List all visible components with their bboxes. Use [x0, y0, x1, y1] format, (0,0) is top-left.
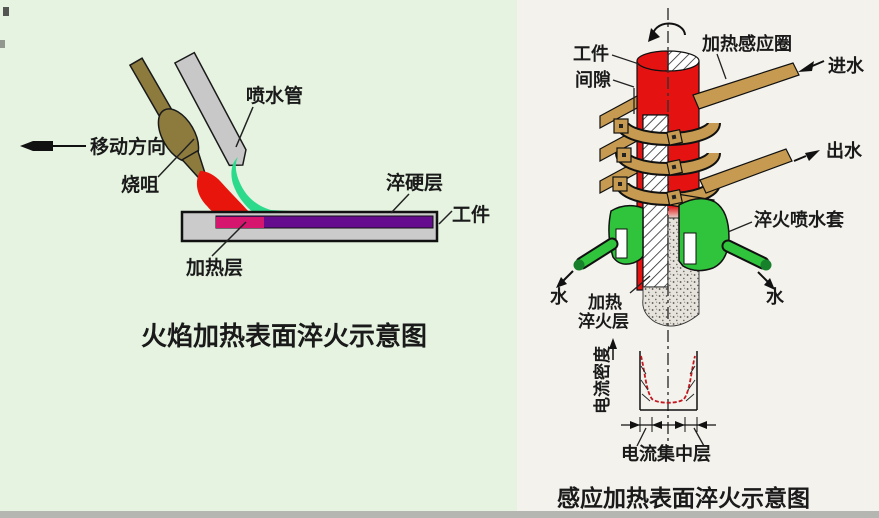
workpiece-label: 工件	[573, 43, 609, 64]
left-spray-tube	[577, 239, 617, 268]
water-left-label: 水	[550, 286, 569, 307]
current-density-axis-arrow-icon	[609, 338, 617, 360]
water-in-label: 进水	[828, 55, 865, 76]
coil-band	[599, 94, 638, 130]
current-concentration-layer-label: 电流集中层	[621, 443, 711, 464]
current-density-curve	[640, 355, 696, 404]
left-spray-nozzle	[573, 259, 585, 271]
edge-artifact	[0, 40, 5, 48]
water-in-arrow-icon	[798, 60, 825, 72]
sleeve-right-slot	[683, 232, 697, 265]
current-density-plot	[609, 338, 716, 432]
water-jet	[231, 157, 292, 214]
left-water-arrow-line	[561, 270, 574, 283]
sleeve-leader-line	[727, 221, 753, 233]
flame-diagram-title: 火焰加热表面淬火示意图	[141, 321, 427, 351]
current-density-axis-label: 电流密度	[592, 345, 612, 414]
coil-cross-sections	[612, 118, 684, 206]
heated-layer-leader-line	[211, 221, 247, 257]
heated-layer-strip	[216, 217, 264, 228]
coil-outlet-lead	[699, 148, 793, 194]
water-spray-arrows	[556, 270, 775, 290]
gap-leader-line	[612, 79, 635, 88]
left-leader-lines	[157, 106, 453, 257]
torch-leader-line	[157, 138, 195, 178]
quench-layer-leader-line	[629, 275, 651, 294]
heat-quench-layer-label-line2: 淬火层	[578, 311, 629, 331]
cylinder-top-red-half	[636, 50, 669, 72]
induction-diagram-title: 感应加热表面淬火示意图	[557, 485, 810, 511]
bottom-bar	[0, 511, 879, 518]
water-right-label: 水	[766, 286, 785, 307]
hardened-layer-label: 淬硬层	[386, 171, 443, 194]
water-out-label: 出水	[826, 140, 863, 161]
water-out-arrow-icon	[793, 150, 820, 162]
workpiece-leader-line	[611, 54, 640, 65]
heated-layer-label: 加热层	[185, 256, 243, 279]
coil-leader-line	[716, 53, 727, 80]
right-spray-tube	[723, 241, 768, 268]
move-direction-arrow-icon	[20, 141, 86, 151]
induction-quenching-diagram: 工件 间隙 加热感应圈 进水 出水 淬火喷水套 水 水 加热 淬火层 电流密度 …	[550, 8, 865, 511]
workpiece-label: 工件	[452, 203, 490, 226]
hardened-layer-leader-line	[390, 193, 410, 214]
coil-inlet-lead	[692, 62, 800, 110]
torch-label: 烧咀	[121, 174, 159, 196]
flame-quenching-diagram: 移动方向 烧咀 喷水管 淬硬层 工件 加	[20, 51, 490, 351]
move-direction-label: 移动方向	[90, 135, 166, 158]
right-water-arrow-line	[757, 271, 770, 284]
right-leader-lines	[611, 53, 753, 447]
edge-artifact	[3, 7, 9, 16]
workpiece-leader-line	[438, 210, 453, 225]
heat-quench-layer-label-line1: 加热	[587, 292, 622, 312]
spray-pipe-leader-line	[235, 106, 254, 148]
rotation-arrow-icon	[648, 22, 686, 42]
flame	[196, 171, 250, 213]
curve-hatch-ticks	[640, 365, 696, 402]
dimension-arrowheads	[630, 421, 707, 429]
right-spray-nozzle	[760, 259, 772, 271]
concentration-leader-left	[636, 427, 647, 447]
torch	[128, 57, 206, 179]
left-panel-background	[0, 0, 517, 518]
quench-spray-sleeve-label: 淬火喷水套	[754, 209, 844, 230]
gap-label: 间隙	[575, 69, 611, 90]
quench-spray-sleeve	[573, 197, 772, 272]
cylinder-top-cut-face	[667, 50, 700, 72]
right-water-arrowhead	[764, 278, 775, 290]
spray-pipe-label: 喷水管	[246, 84, 303, 107]
induction-coil-label: 加热感应圈	[701, 33, 792, 54]
left-water-arrowhead	[556, 277, 567, 288]
concentration-leader-right	[693, 427, 705, 447]
spray-pipe	[173, 51, 247, 167]
